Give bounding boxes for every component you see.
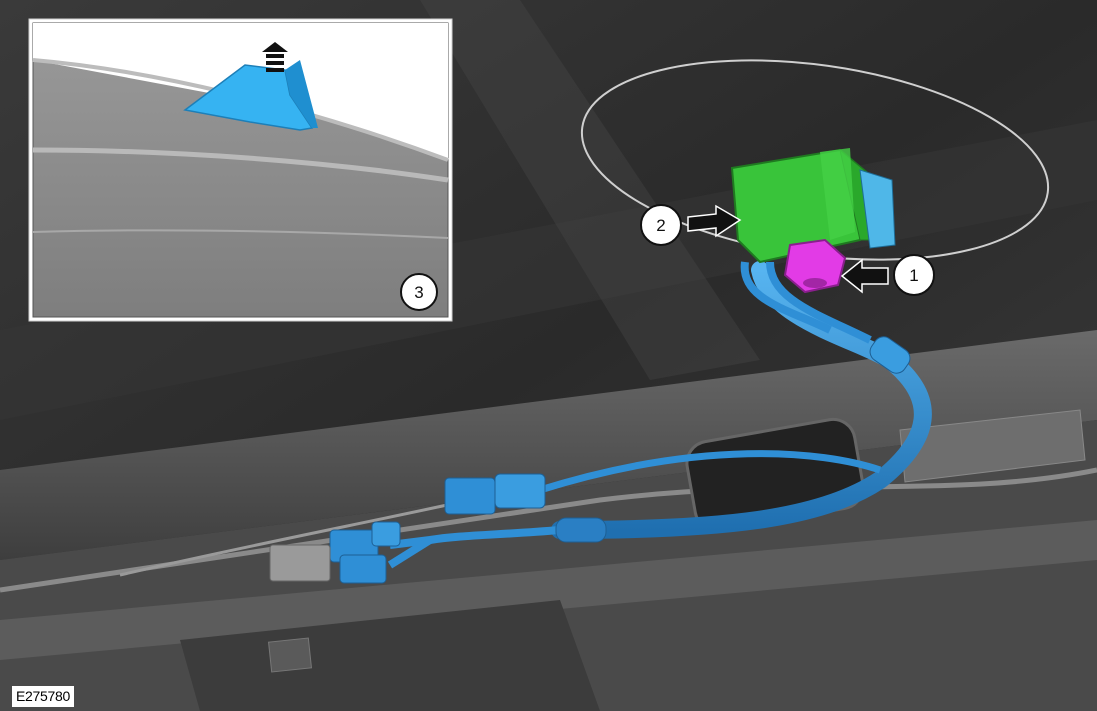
existing-harness [0, 467, 1097, 593]
antenna-connector [730, 148, 896, 264]
cable-sleeve [555, 517, 607, 543]
cable-grommet [869, 336, 911, 374]
retaining-clip [267, 637, 313, 673]
antenna-cable-lead-a [740, 261, 832, 334]
callout-2-arrow [687, 204, 742, 238]
inline-connector-upper [444, 473, 546, 515]
antenna-cable-split-upper [389, 526, 561, 549]
callout-3 [400, 273, 438, 311]
antenna-cable-split-lower [387, 536, 433, 569]
existing-harness-branch [119, 498, 471, 577]
lift-direction-icon [262, 42, 288, 72]
roof-beam [0, 330, 1097, 560]
callout-1-arrow [840, 258, 889, 294]
callout-1-label: 1 [909, 266, 918, 285]
headliner-rib [0, 520, 1097, 660]
figure-id-label: E275780 [12, 686, 74, 707]
callout-2: 2 [640, 204, 742, 246]
shark-fin-antenna [183, 60, 318, 131]
callout-3-label: 3 [414, 283, 423, 302]
callout-2-label: 2 [656, 216, 665, 235]
inset-panel: 3 [28, 18, 453, 322]
inset-roof-crease [32, 229, 449, 239]
light-streak [420, 0, 760, 380]
inline-connector-lower-a [329, 521, 401, 563]
callout-1: 1 [840, 254, 935, 296]
inset-roof-line [32, 147, 449, 183]
headliner-recess [180, 600, 600, 711]
inline-connector-lower-b [269, 544, 387, 584]
antenna-cable-thin [538, 450, 882, 494]
antenna-cable-lead-b [766, 261, 872, 344]
antenna-nut [783, 238, 847, 294]
